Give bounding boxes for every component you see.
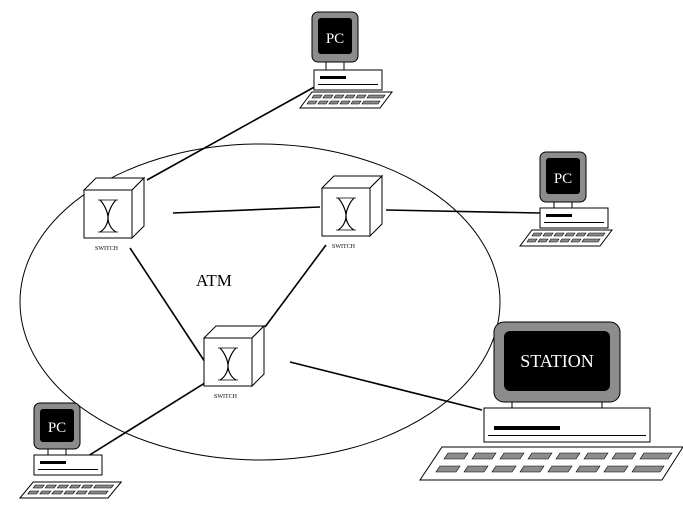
- switch-left: SWITCH: [83, 177, 145, 252]
- link-switch-right-pc-right: [385, 209, 541, 214]
- atm-label: ATM: [196, 271, 232, 290]
- switch-bottom-label: SWITCH: [214, 394, 238, 400]
- station-label: STATION: [520, 351, 594, 371]
- monitor-stand: [325, 61, 345, 71]
- station-drive-slot: [494, 426, 560, 430]
- link-switch-left-switch-bottom: [129, 247, 206, 363]
- monitor-screen: [546, 158, 580, 194]
- pc-right: PC: [519, 151, 613, 247]
- link-pc-top-switch-left: [146, 84, 319, 181]
- switch-right: SWITCH: [321, 175, 383, 250]
- station-monitor-stand: [511, 401, 603, 409]
- pc-bottom: PC: [19, 402, 122, 499]
- link-switch-bottom-station: [289, 361, 483, 411]
- monitor-screen: [40, 409, 74, 442]
- switch-bottom: SWITCH: [203, 325, 265, 400]
- pc-right-label: PC: [554, 171, 572, 187]
- monitor-screen: [318, 18, 352, 54]
- link-switch-right-switch-bottom: [264, 244, 327, 328]
- station-base: [483, 407, 651, 443]
- link-switch-left-switch-right: [172, 206, 321, 214]
- connection-lines: [87, 84, 541, 457]
- switch-left-label: SWITCH: [95, 246, 119, 252]
- switch-right-label: SWITCH: [332, 244, 356, 250]
- monitor-stand: [553, 201, 573, 209]
- station: STATION: [419, 321, 683, 481]
- pc-bottom-label: PC: [48, 420, 66, 436]
- pc-top: PC: [299, 11, 393, 109]
- pc-top-label: PC: [326, 31, 344, 47]
- atm-cloud-ellipse: [19, 143, 501, 461]
- station-monitor-screen: [504, 331, 610, 391]
- station-keyboard: [419, 446, 683, 481]
- monitor-stand: [47, 448, 67, 456]
